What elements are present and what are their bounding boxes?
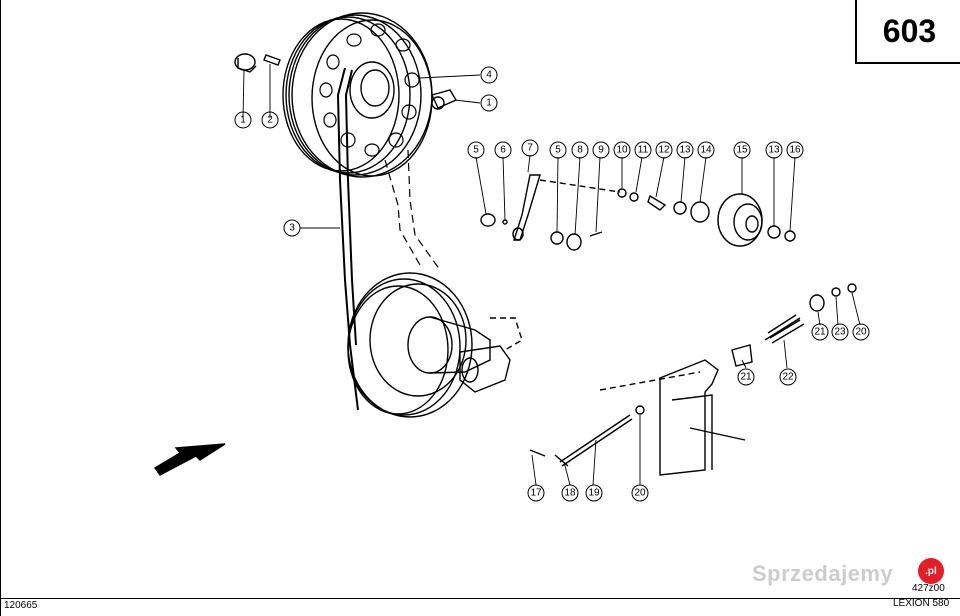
belt-dashed-position <box>384 149 441 271</box>
callout-number: 16 <box>789 145 801 156</box>
callout-number: 14 <box>700 145 712 156</box>
watermark-badge: .pl <box>918 558 944 584</box>
callout-number: 12 <box>658 145 670 156</box>
callout-number: 17 <box>530 488 542 499</box>
pin-part-2 <box>263 54 281 66</box>
page-number-box: 603 <box>855 0 960 64</box>
callout-number: 9 <box>598 145 604 156</box>
callout-number: 5 <box>555 145 561 156</box>
callout-circles <box>234 66 870 502</box>
callout-number: 20 <box>634 488 646 499</box>
callout-number: 2 <box>267 115 273 126</box>
drive-belt <box>336 67 359 411</box>
tensioner-bracket <box>599 359 746 476</box>
callout-number: 1 <box>486 98 492 109</box>
callout-number: 21 <box>740 372 752 383</box>
spring-assembly <box>731 283 857 367</box>
bushing-part-1 <box>234 53 257 73</box>
callout-number: 1 <box>240 115 246 126</box>
callout-number: 10 <box>616 145 628 156</box>
figure-reference: 427z00 <box>912 583 945 594</box>
callout-number: 13 <box>768 145 780 156</box>
arrow-icon <box>153 443 226 476</box>
leader-lines <box>242 64 861 486</box>
callout-number: 4 <box>486 70 492 81</box>
parts-row-upper <box>480 174 796 251</box>
machine-model: LEXION 580 <box>893 598 950 609</box>
callout-number: 23 <box>834 327 846 338</box>
lower-pulley <box>347 272 523 418</box>
footer-rule <box>0 598 960 599</box>
callout-number: 8 <box>577 145 583 156</box>
callout-number: 11 <box>638 145 649 156</box>
watermark-text: Sprzedajemy <box>752 561 894 586</box>
callout-number: 15 <box>736 145 748 156</box>
callout-number: 19 <box>588 488 600 499</box>
callout-number: 18 <box>564 488 576 499</box>
callout-number: 3 <box>289 223 295 234</box>
callout-number: 6 <box>500 145 506 156</box>
callout-number: 5 <box>473 145 479 156</box>
callout-number: 7 <box>527 143 533 154</box>
document-number: 120665 <box>4 600 38 611</box>
threaded-rod <box>529 414 633 467</box>
callout-number: 20 <box>855 327 867 338</box>
callout-number: 21 <box>814 327 826 338</box>
bushing-part-1b <box>431 89 458 110</box>
page-border <box>0 0 1 616</box>
callout-number: 22 <box>782 372 794 383</box>
callout-number: 13 <box>679 145 691 156</box>
upper-pulley <box>282 12 433 178</box>
